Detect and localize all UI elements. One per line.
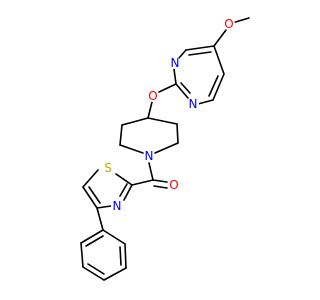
atom-label-n-pyrimidine-a: N bbox=[171, 56, 180, 70]
bond-carbonyl-c-thz-c2 bbox=[131, 179, 154, 186]
bond-ph-c6-c1 bbox=[80, 229, 104, 244]
atom-label-o-carbonyl: O bbox=[169, 178, 178, 192]
bond-ph-c4-c5-inner bbox=[87, 263, 105, 275]
atom-n-pyrimidine-a: N bbox=[169, 56, 181, 70]
atom-s-thiazole: S bbox=[102, 161, 114, 175]
atom-label-n-piperidine: N bbox=[145, 149, 154, 163]
atom-label-o-methoxy: O bbox=[224, 17, 233, 31]
atom-label-n-thiazole: N bbox=[113, 199, 122, 213]
bond-pyr-c2-n1-inner bbox=[180, 82, 191, 94]
bond-pip-c2-n bbox=[154, 142, 179, 154]
bond-ph-c5-c6 bbox=[80, 242, 84, 268]
bond-methyl-o bbox=[231, 17, 250, 24]
bond-n-carbonyl-c bbox=[148, 162, 154, 181]
atom-n-thiazole: N bbox=[111, 199, 123, 213]
bond-carbonyl-c-o bbox=[152, 179, 168, 183]
bond-thz-c5-c4-inner bbox=[88, 186, 101, 204]
bond-o-c5 bbox=[213, 29, 227, 47]
bond-o-pip-c4 bbox=[147, 101, 153, 119]
bond-pyr-c5-top bbox=[213, 45, 225, 75]
atom-label-o-ether: O bbox=[148, 89, 157, 103]
bond-ph-c4-c5 bbox=[82, 266, 105, 281]
bond-pyr-c6-c5-inner bbox=[208, 75, 219, 97]
bond-ph-c6-c1-inner bbox=[85, 235, 104, 247]
bond-pip-c3-c2 bbox=[176, 123, 179, 144]
bond-thz-c5-c4 bbox=[82, 186, 98, 209]
bond-thz-n-c2-inner bbox=[119, 183, 128, 197]
atom-layer: O N N O N O S N bbox=[102, 17, 235, 213]
bond-pyr-c2-o bbox=[158, 83, 177, 93]
atom-n-pyrimidine-b: N bbox=[187, 97, 199, 111]
atom-label-n-pyrimidine-b: N bbox=[189, 97, 198, 111]
bond-thz-c2-s bbox=[115, 173, 133, 186]
bond-pyr-n1-c6 bbox=[197, 99, 214, 105]
bond-thz-s-c5 bbox=[82, 169, 99, 188]
bond-pip-n-c6 bbox=[119, 144, 144, 154]
atom-n-piperidine: N bbox=[143, 149, 155, 163]
chemical-structure: O N N O N O S N bbox=[80, 17, 250, 281]
bond-layer bbox=[80, 17, 250, 281]
bond-pyr-c4-c4-inner bbox=[188, 51, 212, 56]
atom-o-carbonyl: O bbox=[168, 178, 180, 192]
bond-pyr-c2-n1 bbox=[175, 83, 189, 99]
bond-pip-c5-c4 bbox=[121, 117, 149, 126]
atom-o-ether: O bbox=[147, 89, 159, 103]
bond-thz-n-c2 bbox=[123, 184, 133, 201]
bond-pip-c6-c5 bbox=[119, 124, 123, 146]
bond-pyr-c4-n3 bbox=[178, 49, 187, 59]
bond-pyr-c6-c5 bbox=[212, 73, 225, 101]
bond-ph-c2-c3-inner bbox=[119, 246, 122, 266]
bond-ph-c3-c4 bbox=[103, 267, 127, 281]
bond-carbonyl-c-o-inner bbox=[153, 185, 168, 189]
bond-ph-c1-c2 bbox=[102, 229, 126, 245]
bond-pyr-c5-c4 bbox=[185, 45, 215, 51]
bond-thz-c4-n bbox=[96, 205, 112, 209]
atom-o-methoxy: O bbox=[223, 17, 235, 31]
bond-pip-c4-c3 bbox=[147, 117, 178, 125]
bond-thz-c4-ph-c1 bbox=[96, 207, 104, 231]
bond-pyr-n3-c2 bbox=[173, 68, 177, 85]
bond-ph-c2-c3 bbox=[124, 243, 127, 269]
atom-label-s-thiazole: S bbox=[104, 161, 112, 175]
